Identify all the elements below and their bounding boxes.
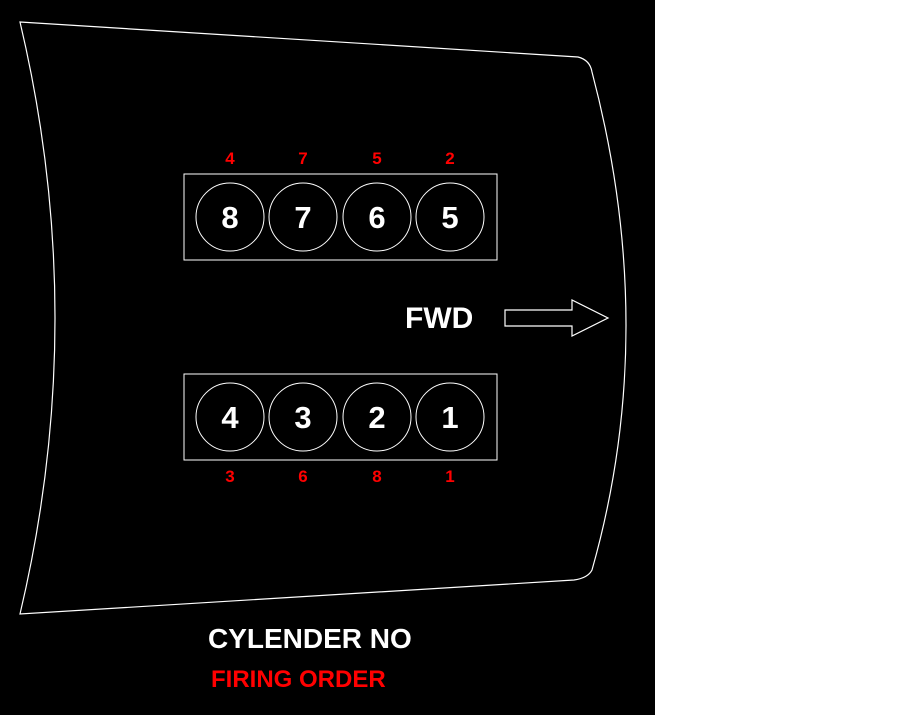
firing-number: 7 <box>298 149 307 168</box>
cylinder-number: 3 <box>294 400 311 435</box>
cylinder-number: 7 <box>294 200 311 235</box>
diagram-canvas: 8 7 6 5 4 7 5 2 4 3 2 <box>0 0 655 715</box>
cylinder-5: 5 <box>415 182 485 252</box>
firing-number: 4 <box>225 149 235 168</box>
cylinder-2: 2 <box>342 382 412 452</box>
legend-firing-label: FIRING ORDER <box>211 666 386 693</box>
cylinder-number: 4 <box>221 400 239 435</box>
fwd-arrow-icon <box>504 299 610 337</box>
blank-area <box>655 0 918 715</box>
cylinder-number: 1 <box>441 400 458 435</box>
cylinder-number: 8 <box>221 200 238 235</box>
cylinder-number: 2 <box>368 400 385 435</box>
bank-block-front <box>183 373 498 461</box>
cylinder-number: 6 <box>368 200 385 235</box>
cylinder-6: 6 <box>342 182 412 252</box>
firing-number: 3 <box>225 467 234 486</box>
firing-number: 8 <box>372 467 381 486</box>
fwd-label: FWD <box>405 302 473 335</box>
cylinder-8: 8 <box>195 182 265 252</box>
cylinder-4: 4 <box>195 382 265 452</box>
firing-number: 2 <box>445 149 454 168</box>
firing-number: 1 <box>445 467 454 486</box>
cylinder-7: 7 <box>268 182 338 252</box>
engine-outline <box>19 21 627 615</box>
cylinder-1: 1 <box>415 382 485 452</box>
bank-block-rear <box>183 173 498 261</box>
engine-diagram: 8 7 6 5 4 7 5 2 4 3 2 <box>19 21 627 615</box>
firing-number: 6 <box>298 467 307 486</box>
legend-cylinder-label: CYLENDER NO <box>208 623 412 654</box>
cylinder-number: 5 <box>441 200 458 235</box>
firing-number: 5 <box>372 149 381 168</box>
cylinder-3: 3 <box>268 382 338 452</box>
